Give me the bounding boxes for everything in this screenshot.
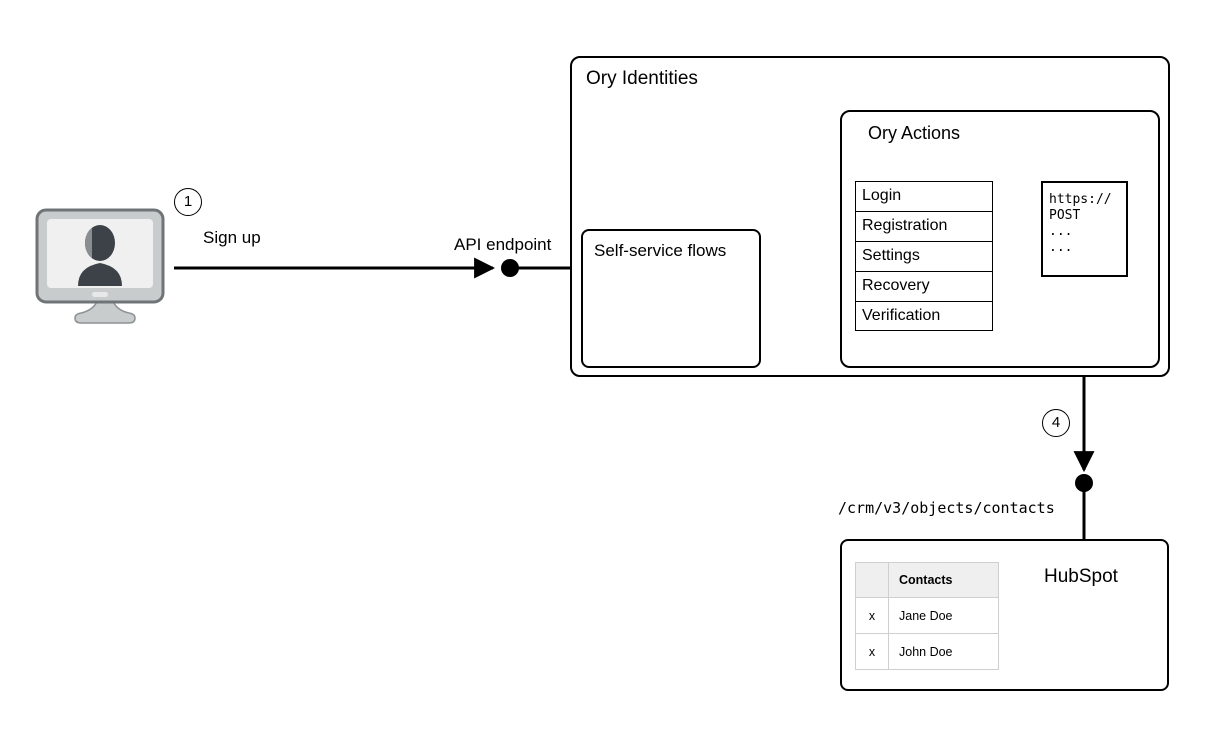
- flow-row-recovery[interactable]: Recovery: [855, 271, 993, 301]
- step-badge-1: 1: [174, 188, 202, 216]
- self-service-flows-label: Self-service flows: [594, 241, 727, 260]
- webhook-code-box: https:// POST ... ...: [1041, 181, 1128, 277]
- api-endpoint-label: API endpoint: [454, 235, 552, 254]
- contacts-table: Contacts x Jane Doe x John Doe: [855, 562, 999, 670]
- flow-list: Login Registration Settings Recovery Ver…: [855, 181, 993, 331]
- webhook-line-method: POST: [1049, 208, 1081, 223]
- flow-row-login[interactable]: Login: [855, 181, 993, 211]
- header-mark: [855, 562, 889, 598]
- flow-row-settings[interactable]: Settings: [855, 241, 993, 271]
- table-row[interactable]: x John Doe: [855, 633, 999, 670]
- contacts-table-head: Contacts: [855, 562, 999, 598]
- step-badge-4: 4: [1042, 409, 1070, 437]
- ory-actions-title: Ory Actions: [868, 123, 961, 143]
- row-contact-name: John Doe: [888, 633, 999, 670]
- crm-path-label: /crm/v3/objects/contacts: [838, 499, 1055, 517]
- table-header-row: Contacts: [855, 562, 999, 598]
- flow-row-registration[interactable]: Registration: [855, 211, 993, 241]
- contacts-table-body: x Jane Doe x John Doe: [855, 597, 999, 670]
- table-row[interactable]: x Jane Doe: [855, 597, 999, 634]
- row-mark: x: [855, 597, 889, 634]
- hubspot-label: HubSpot: [1044, 566, 1118, 587]
- row-contact-name: Jane Doe: [888, 597, 999, 634]
- row-mark: x: [855, 633, 889, 670]
- api-endpoint-dot: [501, 259, 519, 277]
- webhook-line-ellipsis-1: ...: [1049, 224, 1073, 239]
- monitor-user-icon: [35, 208, 165, 326]
- ory-identities-title: Ory Identities: [586, 68, 698, 89]
- webhook-line-url: https://: [1049, 192, 1112, 207]
- self-service-flows-box: [581, 229, 761, 368]
- flow-row-verification[interactable]: Verification: [855, 301, 993, 331]
- sign-up-label: Sign up: [203, 228, 261, 247]
- webhook-line-ellipsis-2: ...: [1049, 240, 1073, 255]
- header-contacts: Contacts: [888, 562, 999, 598]
